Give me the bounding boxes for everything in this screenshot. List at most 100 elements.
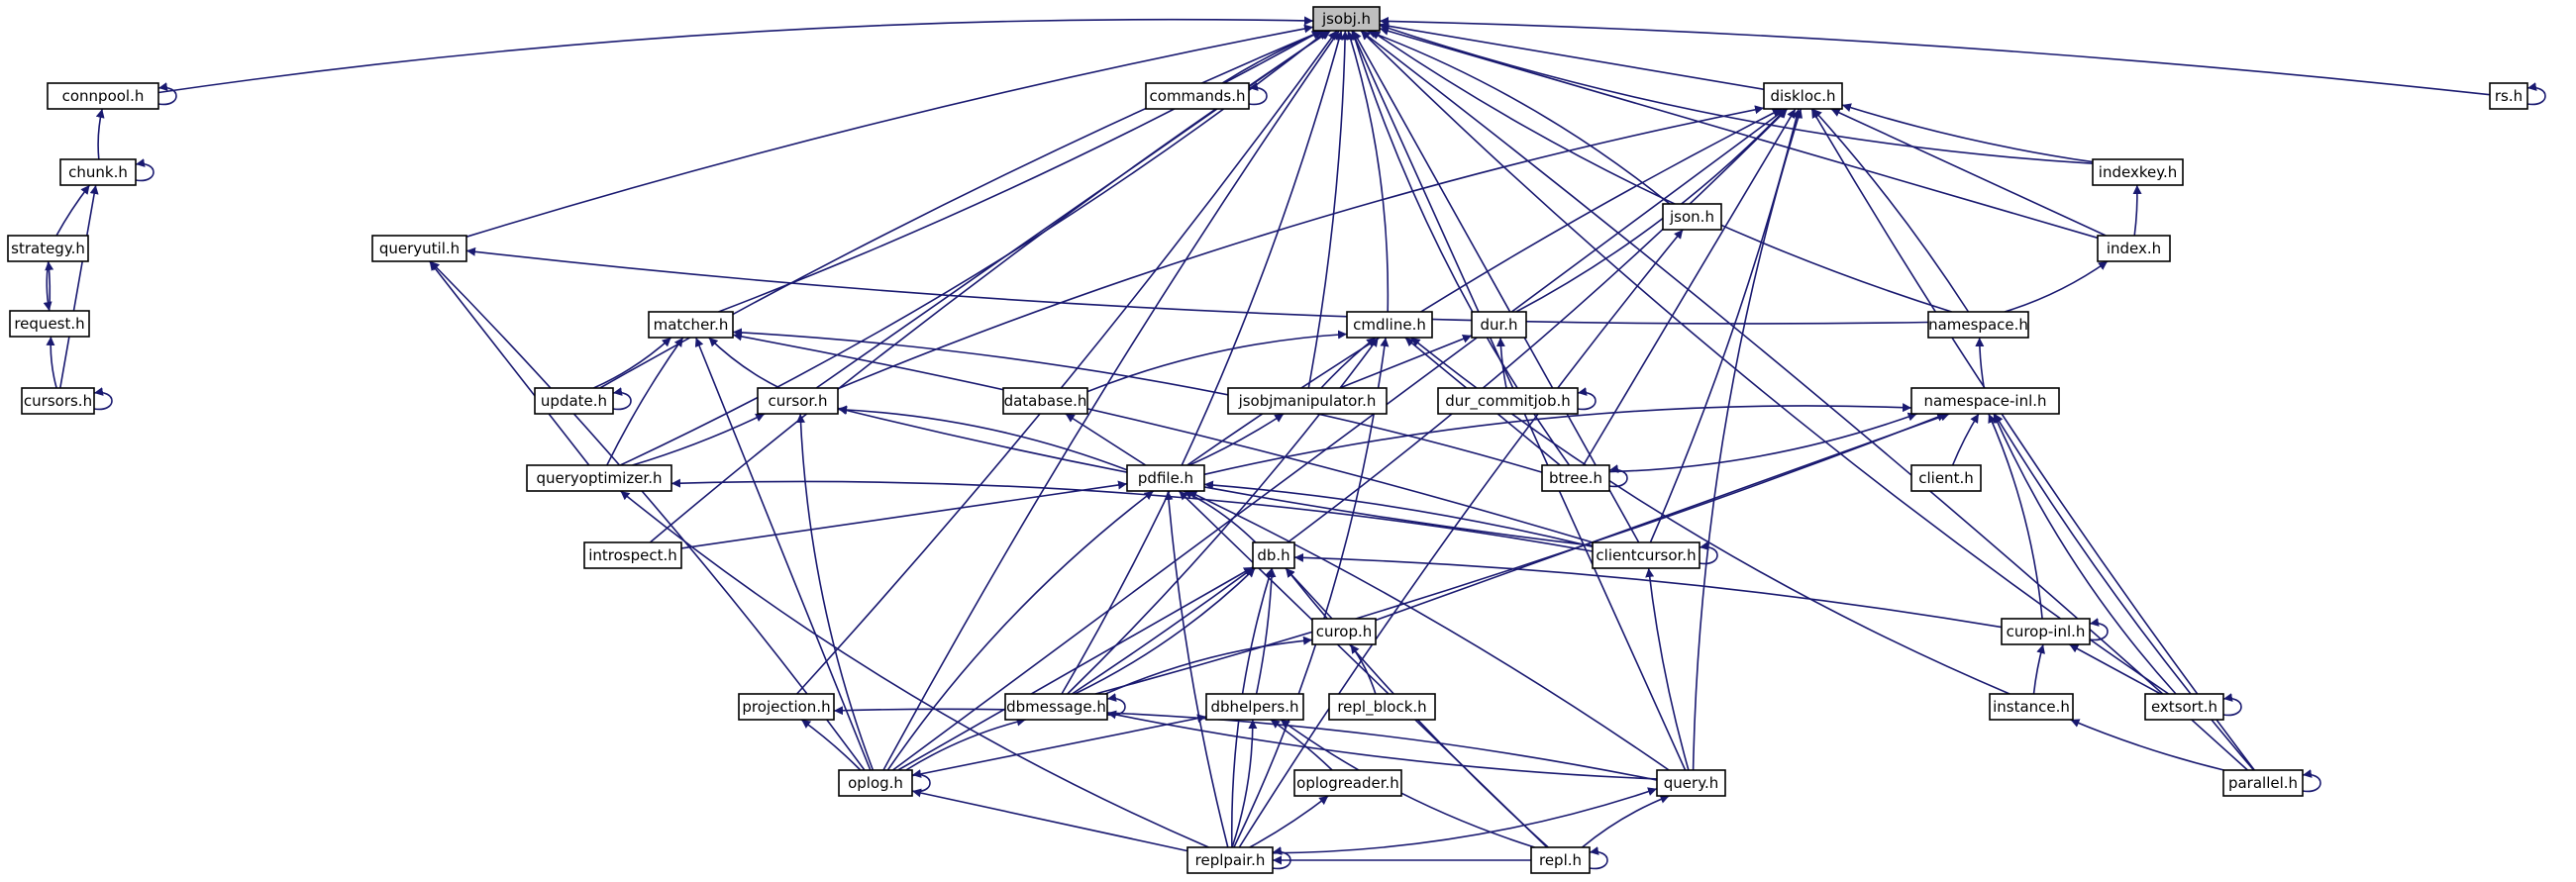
node-diskloc[interactable]: diskloc.h [1763, 82, 1843, 110]
node-label: introspect.h [588, 546, 677, 564]
edge-replpair-to-pdfile [1164, 490, 1229, 848]
node-box [1346, 311, 1433, 339]
node-dur-commitjob[interactable]: dur_commitjob.h [1437, 387, 1579, 415]
edge-replpair-to-queryoptimizer [619, 490, 1209, 848]
node-curop[interactable]: curop.h [1311, 618, 1377, 645]
node-label: oplogreader.h [1296, 774, 1399, 792]
node-box [1328, 693, 1436, 721]
node-instance[interactable]: instance.h [1989, 693, 2074, 721]
edge-database-to-cmdline [1086, 330, 1348, 393]
node-indexkey[interactable]: indexkey.h [2092, 158, 2184, 186]
node-queryoptimizer[interactable]: queryoptimizer.h [526, 464, 672, 492]
node-extsort[interactable]: extsort.h [2144, 693, 2224, 721]
node-dbhelpers[interactable]: dbhelpers.h [1205, 693, 1304, 721]
edge-extsort-to-namespace_inl [1993, 413, 2177, 695]
edge-introspect-to-pdfile [680, 480, 1128, 549]
edge-dbmessage-to-db [1074, 567, 1256, 695]
node-introspect[interactable]: introspect.h [583, 541, 682, 569]
node-cursor[interactable]: cursor.h [757, 387, 839, 415]
edge-query-to-projection [833, 706, 1658, 781]
node-projection[interactable]: projection.h [738, 693, 835, 721]
edge-oplogreader-to-dbhelpers [1270, 719, 1333, 771]
node-box [583, 541, 682, 569]
node-oplogreader[interactable]: oplogreader.h [1293, 769, 1402, 797]
node-replpair[interactable]: replpair.h [1186, 846, 1274, 874]
node-update[interactable]: update.h [534, 387, 614, 415]
edge-cursors-to-cursors [93, 387, 113, 411]
node-dur[interactable]: dur.h [1471, 311, 1527, 339]
node-queryutil[interactable]: queryutil.h [371, 235, 467, 262]
node-jsobjmanipulator[interactable]: jsobjmanipulator.h [1227, 387, 1388, 415]
node-cmdline[interactable]: cmdline.h [1346, 311, 1433, 339]
node-clientcursor[interactable]: clientcursor.h [1592, 541, 1700, 569]
edge-oplog-to-dbmessage [905, 717, 1026, 771]
node-dbmessage[interactable]: dbmessage.h [1004, 693, 1108, 721]
edge-update-to-update [612, 387, 632, 411]
edge-repl-to-dbhelpers [1280, 719, 1535, 848]
node-box [738, 693, 835, 721]
edge-parallel-to-namespace_inl [1994, 413, 2255, 771]
node-box [59, 158, 137, 186]
edge-dur_commitjob-to-dur_commitjob [1577, 387, 1597, 411]
node-index[interactable]: index.h [2097, 235, 2171, 262]
node-cursors[interactable]: cursors.h [21, 387, 95, 415]
node-box [1126, 464, 1205, 492]
node-label: jsobjmanipulator.h [1238, 392, 1377, 410]
node-label: db.h [1257, 546, 1289, 564]
node-database[interactable]: database.h [1002, 387, 1088, 415]
node-parallel[interactable]: parallel.h [2222, 769, 2304, 797]
edge-diskloc-to-jsobj [1379, 21, 1765, 91]
node-box [1252, 541, 1295, 569]
edge-pdfile-to-namespace_inl [1203, 403, 1912, 476]
edge-oplog-to-dbhelpers [911, 714, 1207, 777]
node-pdfile[interactable]: pdfile.h [1126, 464, 1205, 492]
node-label: extsort.h [2151, 698, 2217, 716]
edge-clientcursor-to-queryoptimizer [670, 478, 1594, 552]
node-box [1312, 6, 1381, 32]
node-box [1989, 693, 2074, 721]
node-db[interactable]: db.h [1252, 541, 1295, 569]
node-jsobj[interactable]: jsobj.h [1312, 6, 1381, 32]
node-label: query.h [1664, 774, 1718, 792]
node-label: chunk.h [68, 163, 128, 181]
node-json[interactable]: json.h [1662, 203, 1722, 231]
edge-chunk-to-chunk [135, 158, 155, 182]
node-box [838, 769, 913, 797]
node-btree[interactable]: btree.h [1541, 464, 1610, 492]
node-namespace-inl[interactable]: namespace-inl.h [1910, 387, 2060, 415]
node-label: replpair.h [1195, 851, 1266, 869]
node-box [1002, 387, 1088, 415]
edge-namespace-to-queryutil [465, 246, 1929, 325]
node-matcher[interactable]: matcher.h [648, 311, 734, 339]
node-commands[interactable]: commands.h [1145, 82, 1250, 110]
node-client[interactable]: client.h [1910, 464, 1982, 492]
node-strategy[interactable]: strategy.h [7, 235, 89, 262]
node-label: queryoptimizer.h [537, 469, 663, 487]
node-chunk[interactable]: chunk.h [59, 158, 137, 186]
node-connpool[interactable]: connpool.h [47, 82, 159, 110]
edge-cursors-to-chunk [59, 184, 99, 389]
edge-queryoptimizer-to-cursor [632, 413, 766, 466]
node-box [2144, 693, 2224, 721]
edge-clientcursor-to-clientcursor [1699, 541, 1718, 565]
dependency-edges [43, 16, 2546, 870]
node-oplog[interactable]: oplog.h [838, 769, 913, 797]
node-namespace[interactable]: namespace.h [1927, 311, 2029, 339]
node-repl[interactable]: repl.h [1530, 846, 1591, 874]
edge-namespace-to-diskloc [1811, 108, 1970, 313]
edge-btree-to-diskloc [1583, 108, 1797, 466]
edge-client-to-namespace_inl [1951, 413, 1980, 466]
node-rs[interactable]: rs.h [2489, 82, 2528, 110]
node-box [1541, 464, 1610, 492]
node-query[interactable]: query.h [1656, 769, 1726, 797]
edge-jsobjmanipulator-to-cmdline [1320, 337, 1377, 389]
node-box [1910, 464, 1982, 492]
node-box [1227, 387, 1388, 415]
node-repl-block[interactable]: repl_block.h [1328, 693, 1436, 721]
file-nodes: jsobj.h connpool.h commands.h diskloc.h rs.h… [7, 6, 2528, 874]
node-curop-inl[interactable]: curop-inl.h [2001, 618, 2091, 645]
edge-parallel-to-jsobj [1360, 30, 2248, 771]
node-box [1145, 82, 1250, 110]
node-box [7, 235, 89, 262]
node-request[interactable]: request.h [9, 310, 90, 338]
